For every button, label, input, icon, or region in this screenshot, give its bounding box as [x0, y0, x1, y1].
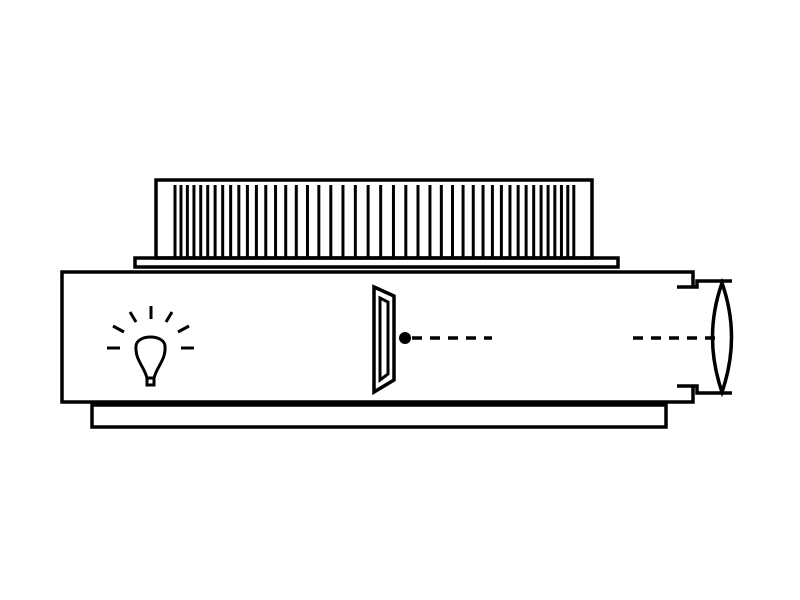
slide-icon: [372, 284, 396, 396]
lens-icon: [710, 277, 734, 398]
heat-sink: [133, 178, 620, 269]
projector-body: [60, 270, 695, 404]
lens-holder: [677, 279, 732, 395]
light-bulb-icon: [107, 306, 194, 387]
heat-sink-plate: [133, 256, 620, 269]
heat-sink-fins: [173, 185, 576, 258]
base-plate: [90, 403, 668, 429]
focal-point: [399, 332, 411, 344]
